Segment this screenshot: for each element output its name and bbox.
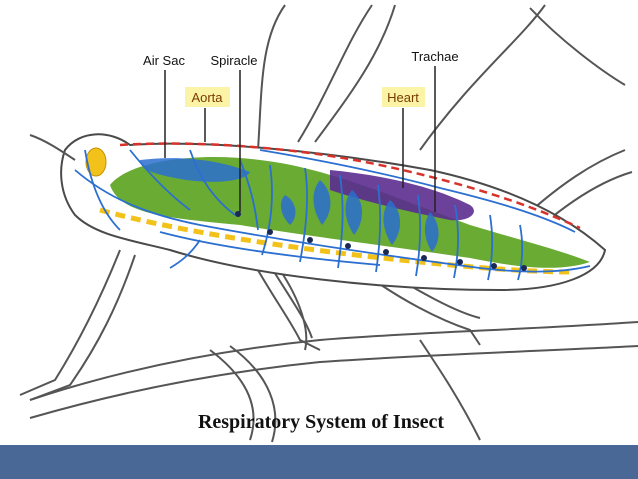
- heart-label-highlight: [382, 87, 425, 107]
- label-air-sac: Air Sac: [143, 53, 185, 68]
- tracheae-network: [74, 149, 591, 281]
- leader-lines: [164, 66, 436, 212]
- air-sac-organ: [140, 158, 250, 182]
- diagram-caption: Respiratory System of Insect: [198, 411, 444, 433]
- branch-outline: [29, 321, 638, 443]
- eye: [85, 147, 107, 177]
- label-heart: Heart: [387, 90, 419, 105]
- heart-organ: [330, 170, 474, 221]
- aorta-label-highlight: [185, 87, 230, 107]
- label-spiracle: Spiracle: [211, 53, 258, 68]
- antenna: [29, 134, 76, 161]
- spiracles: [235, 211, 527, 271]
- footer-bar: [0, 445, 638, 479]
- tracheal-air-sacs: [280, 180, 439, 252]
- wing-outline: [257, 4, 626, 151]
- aorta-vessel: [119, 142, 581, 230]
- label-trachae: Trachae: [411, 49, 458, 64]
- label-aorta: Aorta: [191, 90, 223, 105]
